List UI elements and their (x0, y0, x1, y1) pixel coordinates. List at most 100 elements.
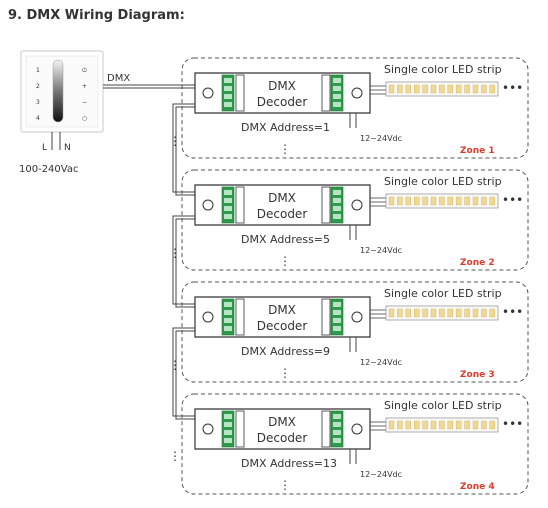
led-chip (481, 308, 487, 318)
wire-n-label: N (64, 143, 71, 153)
zone-frame (181, 169, 529, 271)
led-chip (472, 308, 479, 318)
decoder-subtitle: Decoder (257, 319, 308, 333)
led-strip-label: Single color LED strip (384, 287, 502, 300)
dmx-wall-panel: 1 2 3 4 ⏻ + − ○ L N 100-240Vac (19, 50, 104, 175)
led-chip (388, 308, 395, 318)
zone-label: Zone 1 (460, 146, 495, 156)
led-chip (464, 196, 470, 206)
led-chip (422, 196, 428, 206)
zone-label: Zone 2 (460, 258, 495, 268)
svg-text:4: 4 (36, 115, 40, 122)
wire-l-label: L (42, 143, 47, 153)
supply-voltage-label: 12~24Vdc (360, 246, 402, 255)
led-chip (405, 196, 411, 206)
dmx-chain-wire (175, 330, 195, 420)
dmx-chain-wire (175, 106, 195, 196)
led-chip (397, 308, 403, 318)
led-chip (489, 196, 495, 206)
mount-hole (351, 87, 363, 99)
led-chip (489, 84, 495, 94)
led-chip (456, 308, 462, 318)
led-chip (430, 308, 437, 318)
led-chip (430, 196, 437, 206)
led-chip (489, 308, 495, 318)
led-chip (481, 196, 487, 206)
continuation-dots: ⋮ (279, 366, 291, 380)
dmx-decoder: DMX Decoder (194, 72, 371, 114)
supply-voltage-label: 12~24Vdc (360, 134, 402, 143)
led-strip (385, 305, 499, 321)
chain-dots: ⋮ (169, 449, 181, 463)
led-chip (439, 308, 445, 318)
led-chip (397, 420, 403, 430)
mains-voltage-label: 100-240Vac (19, 164, 78, 175)
led-chip (388, 84, 395, 94)
led-chip (414, 308, 420, 318)
page-title: 9. DMX Wiring Diagram: (8, 8, 185, 23)
dmx-address-label: DMX Address=13 (241, 457, 337, 470)
led-chip (439, 84, 445, 94)
led-strip-label: Single color LED strip (384, 63, 502, 76)
zone-frame (181, 281, 529, 383)
led-chip (422, 84, 428, 94)
led-chip (422, 420, 428, 430)
led-chip (388, 420, 395, 430)
led-chip (472, 196, 479, 206)
svg-text:3: 3 (36, 99, 40, 106)
svg-text:2: 2 (36, 83, 40, 90)
decoder-subtitle: Decoder (257, 431, 308, 445)
svg-text:−: − (82, 99, 87, 106)
dmx-decoder: DMX Decoder (194, 408, 371, 450)
led-chip (405, 420, 411, 430)
led-chip (472, 84, 479, 94)
dmx-input-wire: DMX (103, 73, 195, 89)
decoder-title: DMX (268, 191, 296, 205)
chain-dots: ⋮ (169, 134, 181, 148)
decoder-subtitle: Decoder (257, 95, 308, 109)
led-chip (464, 308, 470, 318)
led-chip (456, 420, 462, 430)
zone-label: Zone 3 (460, 370, 495, 380)
mount-hole (351, 311, 363, 323)
led-chip (456, 196, 462, 206)
led-chip (472, 420, 479, 430)
continuation-dots: ⋮ (279, 254, 291, 268)
decoder-title: DMX (268, 79, 296, 93)
continuation-dots: ⋮ (279, 478, 291, 492)
led-chip (414, 420, 420, 430)
led-chip (489, 420, 495, 430)
chain-dots: ⋮ (169, 358, 181, 372)
led-chip (422, 308, 428, 318)
strip-continues: ••• (502, 193, 523, 207)
led-chip (447, 420, 453, 430)
dmx-chain-wire (175, 218, 195, 308)
led-chip (464, 420, 470, 430)
led-strip-label: Single color LED strip (384, 399, 502, 412)
led-chip (388, 196, 395, 206)
decoder-title: DMX (268, 415, 296, 429)
mount-hole (202, 423, 214, 435)
led-chip (430, 420, 437, 430)
dimmer-slider (52, 59, 64, 123)
led-chip (439, 420, 445, 430)
mount-hole (351, 423, 363, 435)
continuation-dots: ⋮ (279, 142, 291, 156)
svg-text:+: + (82, 83, 87, 90)
led-chip (414, 196, 420, 206)
led-chip (447, 308, 453, 318)
dmx-wire-label: DMX (107, 73, 130, 84)
zone-frame (181, 393, 529, 495)
mount-hole (351, 199, 363, 211)
led-strip (385, 193, 499, 209)
led-chip (464, 84, 470, 94)
svg-text:1: 1 (36, 67, 40, 74)
led-chip (481, 420, 487, 430)
led-chip (481, 84, 487, 94)
dmx-address-label: DMX Address=9 (241, 345, 330, 358)
